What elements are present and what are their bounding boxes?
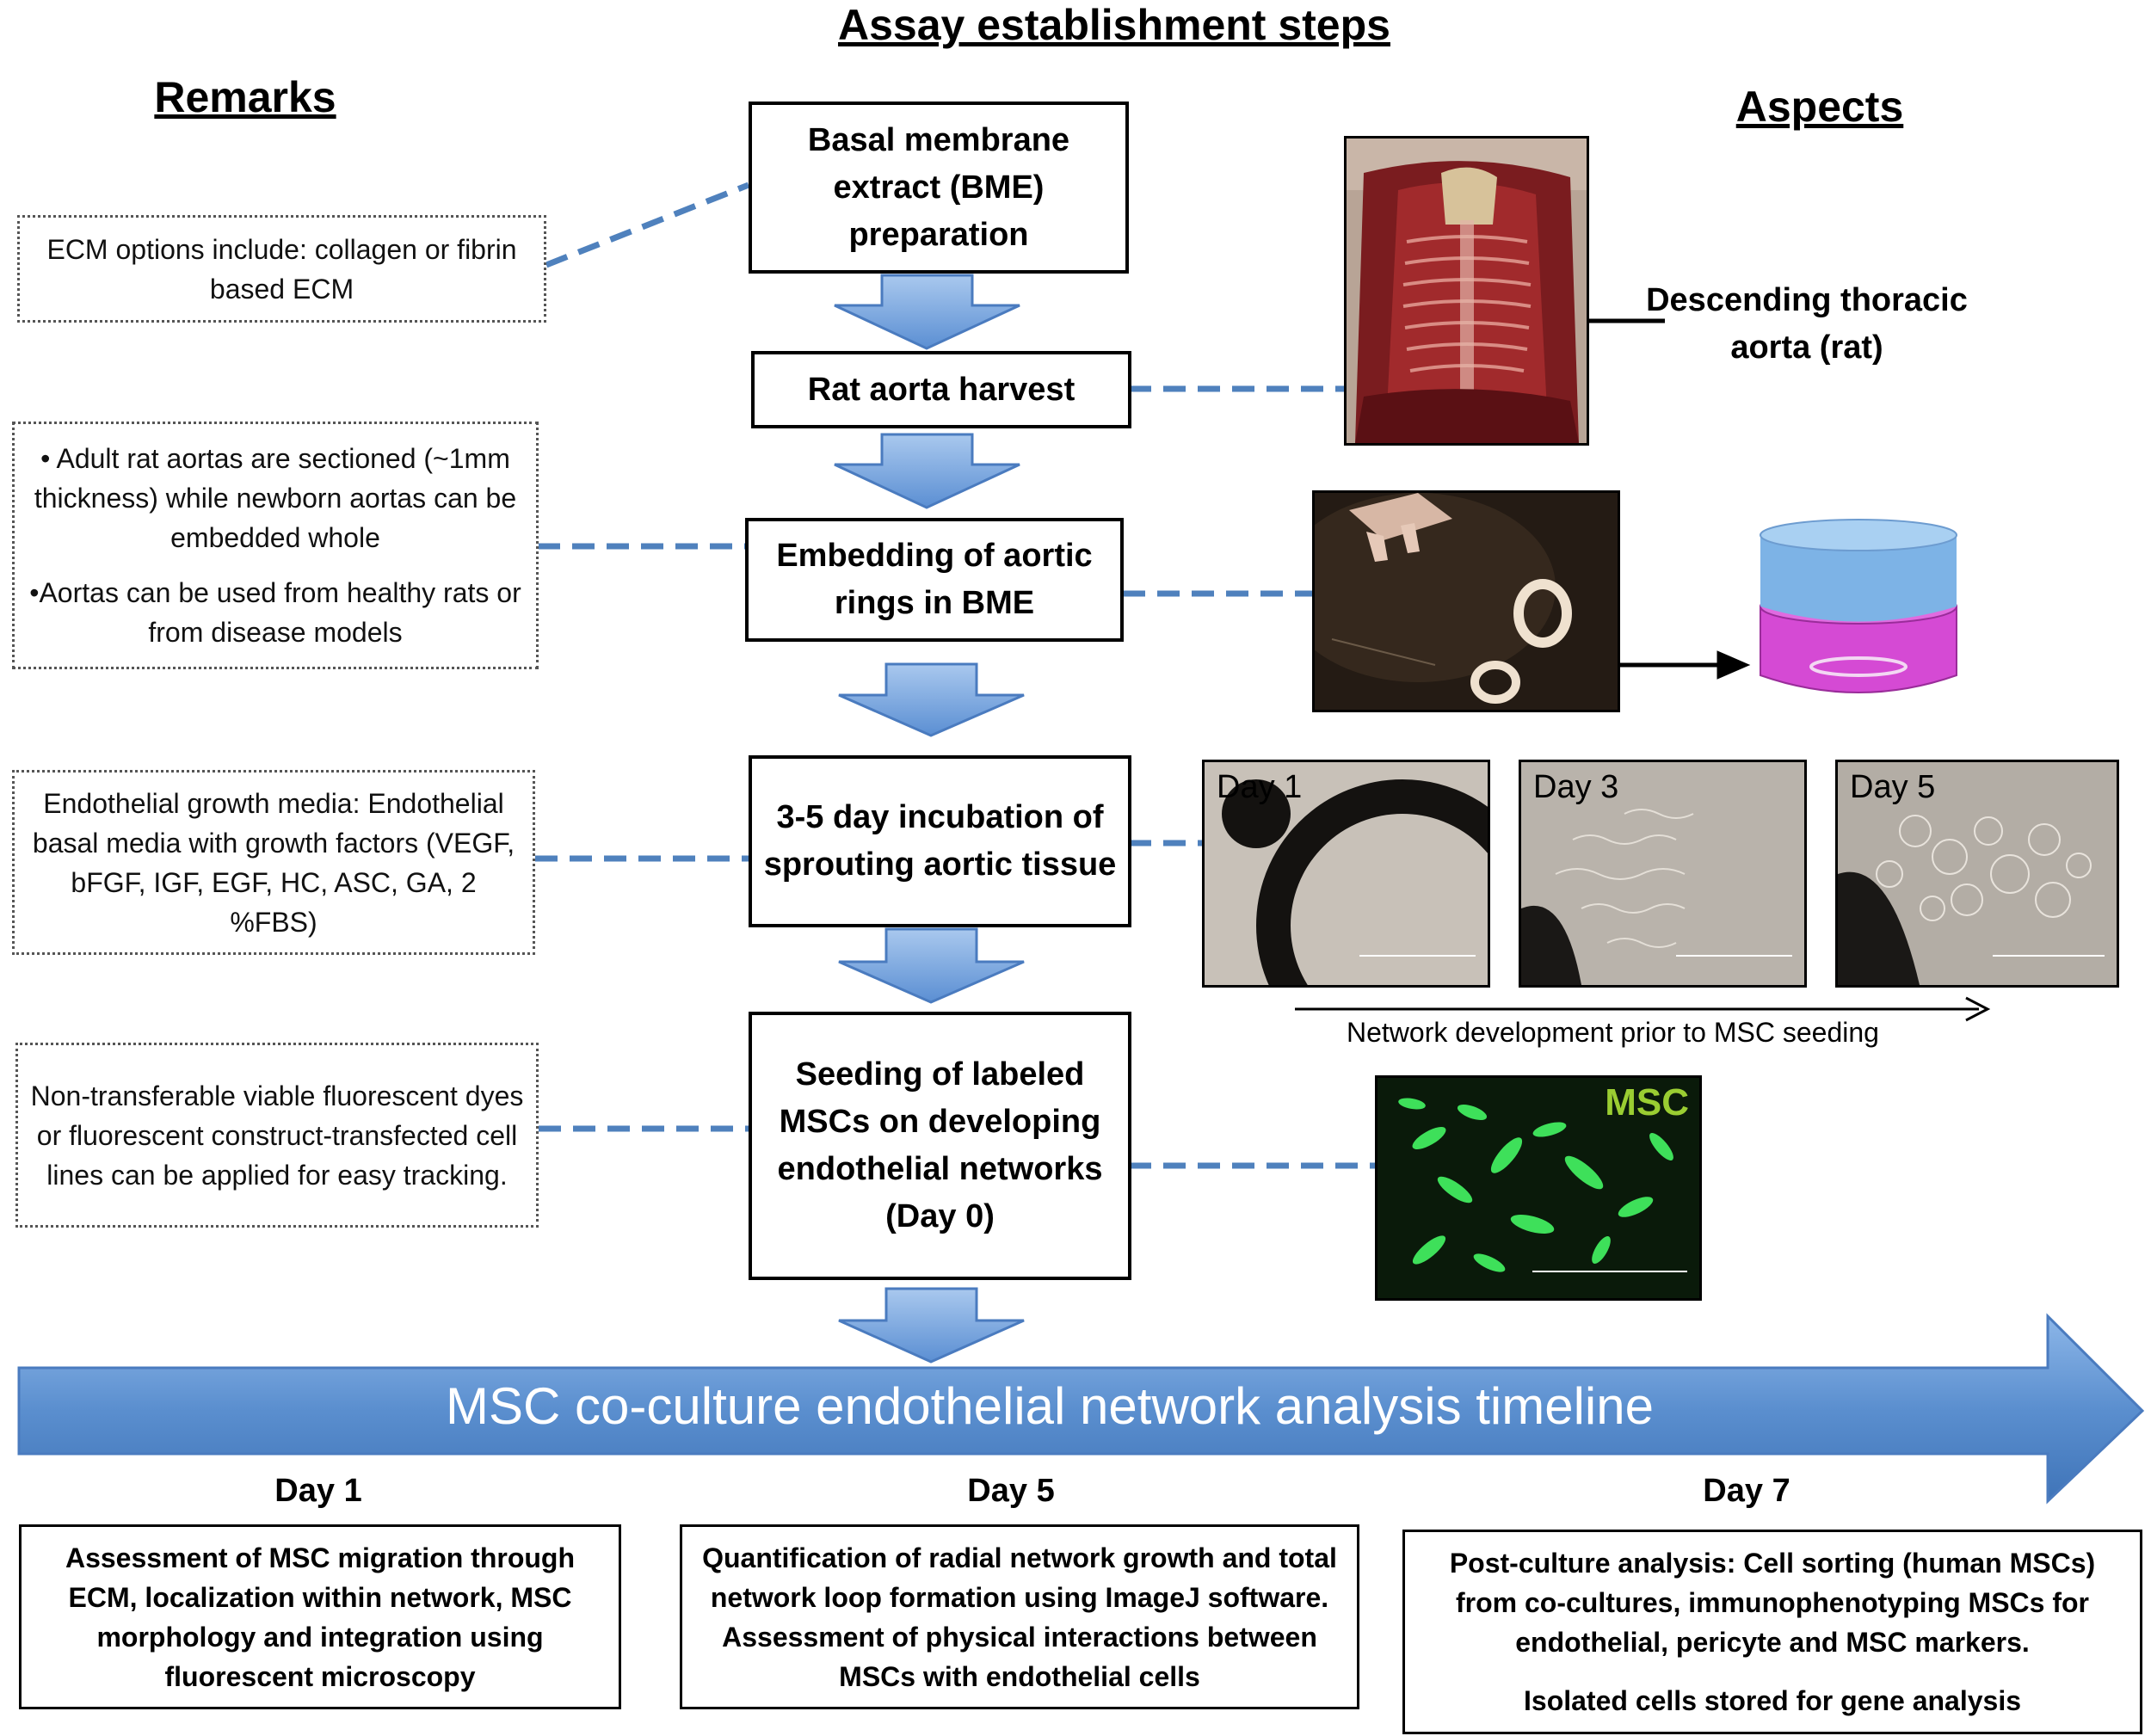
day7-box-text-2: Isolated cells stored for gene analysis — [1524, 1685, 2021, 1716]
step-aorta-harvest: Rat aorta harvest — [751, 351, 1131, 428]
timeline-day-7: Day 7 — [1703, 1473, 1790, 1509]
timeline-day-1: Day 1 — [274, 1473, 362, 1509]
down-arrow-1 — [834, 274, 1020, 350]
down-arrow-4 — [838, 927, 1025, 1004]
down-arrow-5 — [838, 1287, 1025, 1364]
remark-aortas-text-1: • Adult rat aortas are sectioned (~1mm t… — [34, 443, 517, 553]
day5-network-image: Day 5 — [1835, 760, 2119, 988]
timeline-arrow — [17, 1313, 2145, 1505]
step-embedding: Embedding of aortic rings in BME — [745, 518, 1124, 642]
dashed-connectors — [535, 182, 1375, 1169]
remark-ecm-text: ECM options include: collagen or fibrin … — [46, 233, 517, 305]
culture-dish-icon — [1755, 516, 1962, 701]
aspects-heading: Aspects — [1735, 83, 1904, 131]
remark-growth-media: Endothelial growth media: Endothelial ba… — [12, 770, 535, 955]
down-arrow-3 — [838, 662, 1025, 737]
msc-fluorescence-image: MSC — [1375, 1075, 1702, 1301]
remark-dyes: Non-transferable viable fluorescent dyes… — [15, 1043, 539, 1228]
remarks-heading: Remarks — [154, 73, 336, 121]
aortic-rings-image — [1312, 490, 1620, 712]
step-incubation: 3-5 day incubation of sprouting aortic t… — [749, 755, 1131, 927]
network-caption: Network development prior to MSC seeding — [1347, 1017, 1879, 1048]
aorta-dissection-image — [1344, 136, 1589, 446]
day7-box-text-1: Post-culture analysis: Cell sorting (hum… — [1449, 1548, 2096, 1658]
timeline-box-day7: Post-culture analysis: Cell sorting (hum… — [1402, 1530, 2142, 1734]
day5-tag: Day 5 — [1850, 769, 1936, 805]
connector-ecm — [545, 182, 750, 268]
remark-dyes-text: Non-transferable viable fluorescent dyes… — [30, 1080, 524, 1191]
network-caption-arrowhead — [1965, 996, 1991, 1022]
main-title: Assay establishment steps — [838, 1, 1390, 49]
step-bme-preparation: Basal membrane extract (BME) preparation — [749, 102, 1129, 274]
timeline-day-5: Day 5 — [967, 1473, 1055, 1509]
timeline-title: MSC co-culture endothelial network analy… — [446, 1377, 1654, 1435]
remark-ecm-options: ECM options include: collagen or fibrin … — [17, 215, 546, 323]
timeline-box-day5: Quantification of radial network growth … — [680, 1524, 1359, 1709]
timeline-box-day1: Assessment of MSC migration through ECM,… — [19, 1524, 621, 1709]
aorta-annotation: Descending thoracic aorta (rat) — [1646, 282, 1968, 366]
day5-box-text: Quantification of radial network growth … — [702, 1542, 1337, 1692]
day1-tag: Day 1 — [1217, 769, 1303, 805]
dish-pointer-head — [1716, 650, 1751, 680]
remark-media-text: Endothelial growth media: Endothelial ba… — [32, 787, 515, 938]
down-arrows — [834, 274, 1025, 1364]
day3-network-image: Day 3 — [1519, 760, 1807, 988]
day3-tag: Day 3 — [1533, 769, 1619, 805]
msc-tag: MSC — [1605, 1081, 1689, 1123]
remark-aortas: • Adult rat aortas are sectioned (~1mm t… — [12, 422, 539, 669]
day1-network-image: Day 1 — [1202, 760, 1490, 988]
remark-aortas-text-2: •Aortas can be used from healthy rats or… — [29, 577, 521, 648]
day1-box-text: Assessment of MSC migration through ECM,… — [65, 1542, 576, 1692]
step-seeding: Seeding of labeled MSCs on developing en… — [749, 1012, 1131, 1280]
down-arrow-2 — [834, 433, 1020, 509]
